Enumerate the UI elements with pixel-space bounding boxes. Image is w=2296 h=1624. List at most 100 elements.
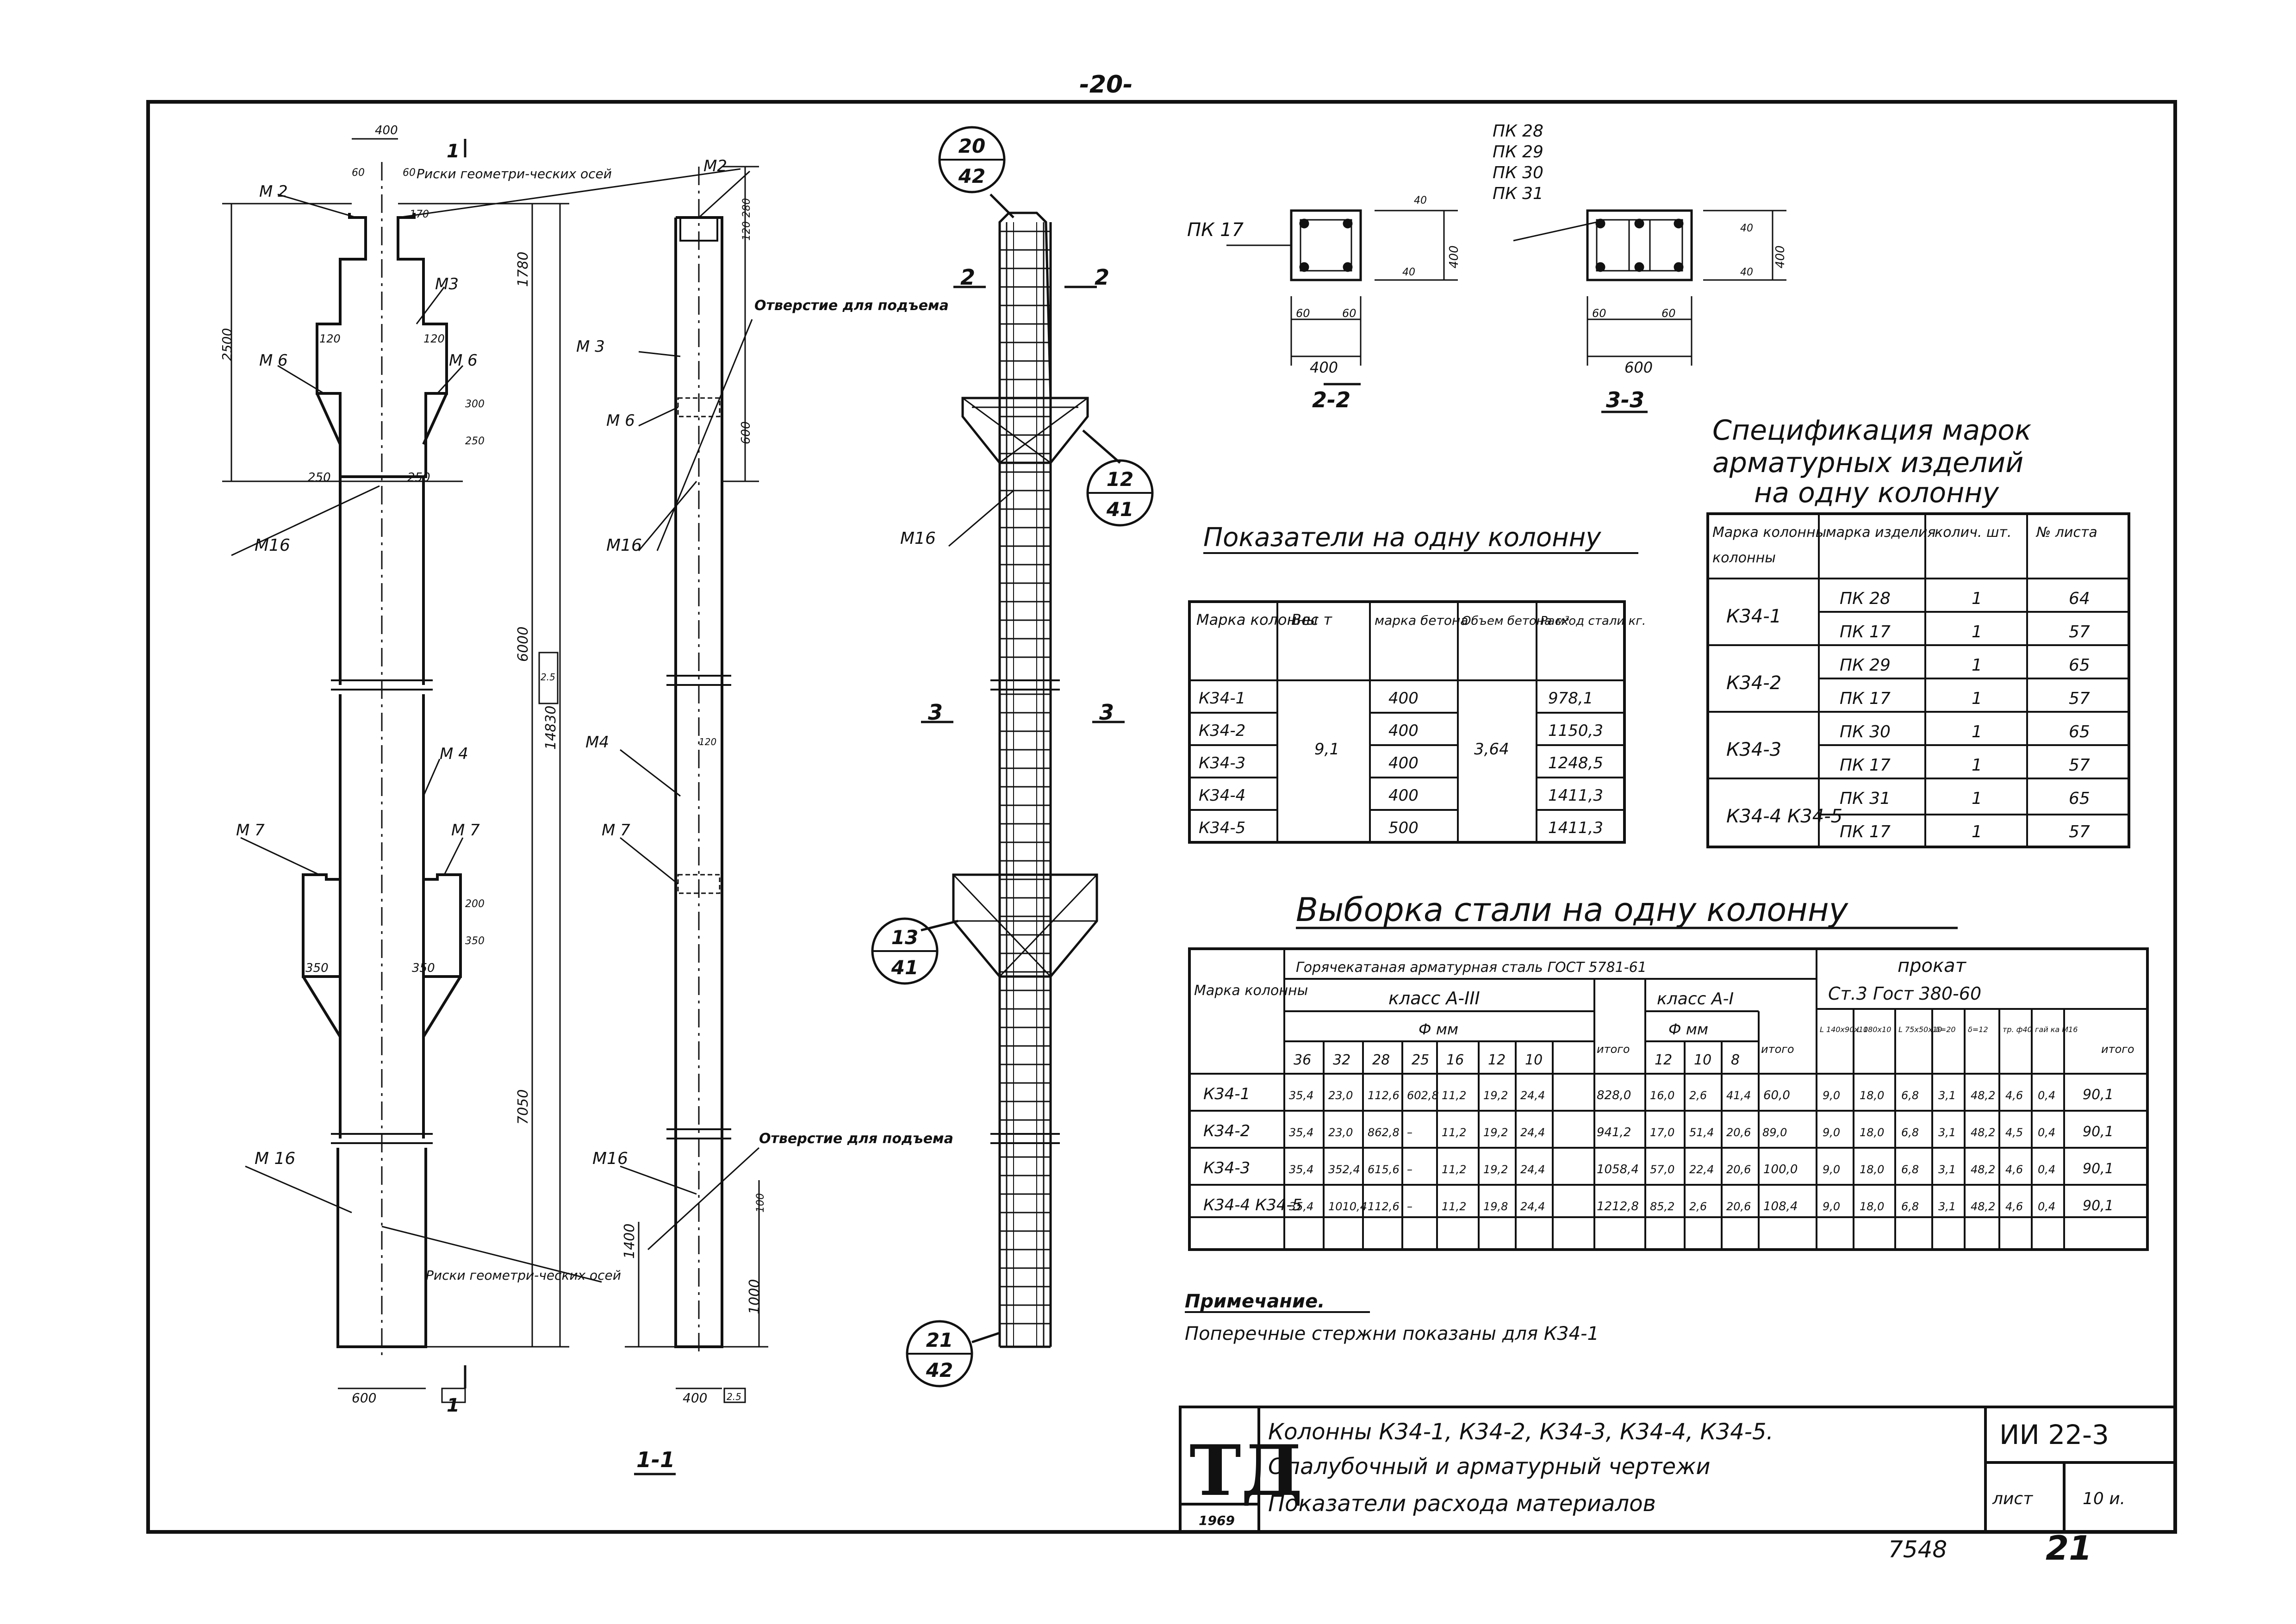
spec-h-item: марка изделия	[1826, 524, 1935, 541]
tag-m4: М 4	[440, 745, 468, 763]
note-lifting-hole-top: Отверстие для подъема	[754, 298, 949, 314]
tag-m7-right: М 7	[451, 821, 480, 840]
td-logo: ТД	[1189, 1430, 1303, 1512]
dim-350-left: 350	[305, 961, 329, 975]
sec22-dim-60b: 60	[1342, 307, 1356, 320]
steel-row-prokat: 4,5	[2005, 1126, 2023, 1139]
steel-h-total2: итого	[1761, 1043, 1794, 1056]
scale-note-elevation: 2.5	[541, 672, 555, 683]
ind-row-mark: К34-5	[1199, 819, 1245, 837]
spec-sheet: 57	[2069, 689, 2090, 708]
dim-400-top: 400	[375, 124, 398, 137]
steel-row-a3: –	[1407, 1200, 1412, 1213]
note-lifting-hole-bottom: Отверстие для подъема	[759, 1131, 953, 1147]
steel-row-a1: 51,4	[1689, 1126, 1714, 1139]
spec-sheet: 57	[2069, 622, 2090, 641]
ind-row-mark: К34-2	[1199, 722, 1245, 740]
steel-row-total1: 941,2	[1597, 1126, 1631, 1139]
steel-diam-a3: 10	[1525, 1052, 1543, 1068]
steel-row-prokat: 0,4	[2038, 1126, 2055, 1139]
spec-h-mark-2: колонны	[1712, 550, 1776, 566]
steel-row-a3: 11,2	[1442, 1200, 1466, 1213]
spec-sheet: 65	[2069, 789, 2090, 808]
sec33-dim-40a: 40	[1740, 223, 1753, 234]
steel-h-prokat-gost: Ст.3 Гост 380-60	[1828, 983, 1981, 1004]
spec-item: ПК 17	[1840, 622, 1891, 641]
steel-row-prokat: 0,4	[2038, 1200, 2055, 1213]
side-tag-m2: М2	[703, 157, 727, 175]
steel-diam-a3: 12	[1488, 1052, 1506, 1068]
sec33-dim-40b: 40	[1740, 267, 1753, 278]
steel-diam-a3: 16	[1446, 1052, 1464, 1068]
steel-row-a3: 24,4	[1520, 1163, 1545, 1176]
indicators-table	[1188, 600, 1626, 844]
side-dim-1000: 1000	[747, 1279, 763, 1314]
spec-title-line3: на одну колонну	[1754, 477, 2000, 509]
spec-qty: 1	[1972, 622, 1982, 641]
steel-diam-a3: 36	[1294, 1052, 1311, 1068]
dim-250-right: 250	[407, 471, 430, 485]
steel-row-mark: К34-2	[1203, 1122, 1250, 1140]
dim-600-bottom: 600	[352, 1390, 376, 1406]
steel-prokat-col: δ=12	[1968, 1025, 1988, 1034]
titleblock-year: 1969	[1199, 1513, 1235, 1528]
steel-diam-a3: 25	[1412, 1052, 1429, 1068]
bottom-number: 7548	[1888, 1536, 1947, 1563]
ind-volume: 3,64	[1474, 740, 1509, 759]
ind-row-mark: К34-4	[1199, 786, 1245, 805]
steel-row-a3: 35,4	[1289, 1163, 1313, 1176]
ind-row-steel: 1150,3	[1548, 722, 1603, 740]
spec-table	[1706, 512, 2130, 848]
spec-item: ПК 17	[1840, 756, 1891, 775]
sec33-dim-400v: 400	[1773, 245, 1787, 268]
steel-table	[1188, 947, 2149, 1251]
spec-qty: 1	[1972, 822, 1982, 841]
spec-group-mark: К34-1	[1726, 606, 1781, 627]
column-side-view	[620, 166, 768, 1475]
steel-row-a1: 20,6	[1726, 1200, 1751, 1213]
callout-21-den: 42	[926, 1359, 953, 1381]
steel-row-a3: 24,4	[1520, 1126, 1545, 1139]
spec-group-mark: К34-2	[1726, 672, 1781, 694]
tag-m3: М3	[435, 275, 459, 293]
callout-13-den: 41	[891, 956, 918, 979]
side-dim-400: 400	[683, 1390, 707, 1406]
steel-row-mark: К34-3	[1203, 1159, 1250, 1177]
steel-row-total1: 828,0	[1597, 1089, 1631, 1102]
steel-row-total3: 90,1	[2083, 1124, 2114, 1140]
dim-300: 300	[465, 398, 485, 410]
spec-h-qty: колич. шт.	[1935, 524, 2011, 541]
steel-row-a3: 35,4	[1289, 1089, 1313, 1102]
sec33-label-pk28: ПК 28	[1493, 122, 1543, 141]
side-view-labels: 120 280 600 100 120 1400 1000 400 М2 М 3…	[576, 157, 953, 1472]
steel-row-prokat: 48,2	[1971, 1089, 1995, 1102]
ind-h-volume: Объем бетона м³	[1462, 614, 1569, 628]
dim-250-left: 250	[308, 471, 331, 485]
side-tag-m7: М 7	[602, 821, 630, 840]
steel-row-a3: 602,8	[1407, 1089, 1439, 1102]
side-tag-m3: М 3	[576, 337, 605, 356]
caption-1-1: 1-1	[636, 1447, 675, 1472]
sec33-label-pk30: ПК 30	[1493, 163, 1543, 182]
spec-title: Спецификация марок арматурных изделий на…	[1712, 414, 2031, 509]
steel-h-class-a1: класс А-I	[1657, 989, 1734, 1008]
steel-row-a1: 57,0	[1650, 1163, 1674, 1176]
steel-row-prokat: 3,1	[1938, 1089, 1956, 1102]
side-dim-100: 100	[755, 1193, 766, 1213]
spec-item: ПК 17	[1840, 689, 1891, 708]
tag-m2: М 2	[259, 182, 288, 201]
steel-row-a3: 112,6	[1368, 1200, 1400, 1213]
side-tag-m4: М4	[585, 733, 609, 752]
column-elevation-view	[222, 138, 741, 1403]
spec-item: ПК 30	[1840, 722, 1891, 741]
sec22-dim-40b: 40	[1402, 267, 1415, 278]
ind-row-beton: 400	[1388, 786, 1419, 805]
ind-row-steel: 978,1	[1548, 689, 1593, 708]
steel-row-prokat: 9,0	[1823, 1126, 1840, 1139]
steel-row-a3: 35,4	[1289, 1126, 1313, 1139]
cut-mark-bottom: 1	[447, 1395, 460, 1416]
callout-12-num: 12	[1107, 468, 1133, 491]
